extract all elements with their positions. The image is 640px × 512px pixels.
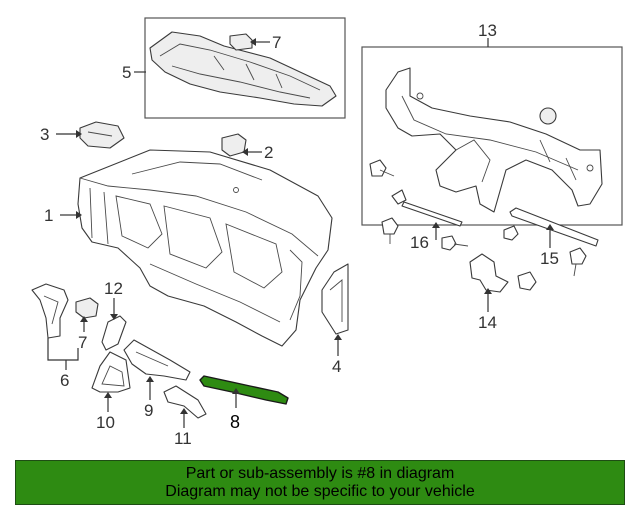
callout-7-left: 7 xyxy=(78,333,87,352)
part-5-duct[interactable] xyxy=(149,31,337,107)
part-8-shape xyxy=(199,375,289,405)
callout-13: 13 xyxy=(478,21,497,40)
callout-10: 10 xyxy=(96,413,115,432)
part-13-frame[interactable] xyxy=(385,67,603,213)
part-15-rod[interactable] xyxy=(509,207,599,247)
arrowhead-2 xyxy=(242,148,248,156)
arrowhead-8 xyxy=(232,388,240,394)
part-6-bracket[interactable] xyxy=(31,283,69,339)
callout-16: 16 xyxy=(410,233,429,252)
part-9-bar[interactable] xyxy=(123,339,191,381)
part-7-clip-top[interactable] xyxy=(229,33,253,51)
arrowhead-7-top xyxy=(250,38,256,46)
arrowhead-9 xyxy=(146,376,154,382)
callout-5: 5 xyxy=(122,63,131,82)
leader-6 xyxy=(47,338,79,370)
bolt-mid[interactable] xyxy=(503,225,519,241)
part-12-trim[interactable] xyxy=(101,315,127,351)
arrowhead-10 xyxy=(104,392,112,398)
bolt-left-1[interactable] xyxy=(381,217,399,244)
arrowhead-4 xyxy=(334,334,342,340)
callout-6: 6 xyxy=(60,371,69,390)
info-banner: Part or sub-assembly is #8 in diagram Di… xyxy=(15,460,625,505)
arrowhead-14 xyxy=(484,288,492,294)
part-1-dashboard[interactable] xyxy=(77,149,333,347)
assembly-box-13 xyxy=(361,46,623,226)
arrowhead-11 xyxy=(180,408,188,414)
arrowhead-7-left xyxy=(80,316,88,322)
part-14-bracket[interactable] xyxy=(469,253,509,293)
arrowhead-3 xyxy=(76,130,82,138)
callout-8: 8 xyxy=(230,412,240,432)
callout-15: 15 xyxy=(540,249,559,268)
assembly-box-5 xyxy=(144,17,346,119)
callout-14: 14 xyxy=(478,313,497,332)
arrowhead-15 xyxy=(546,224,554,230)
bolt-right[interactable] xyxy=(569,247,587,277)
arrowhead-12 xyxy=(110,314,118,320)
bolt-upper-left[interactable] xyxy=(369,159,395,177)
part-10-vent[interactable] xyxy=(91,351,131,393)
callout-1: 1 xyxy=(44,206,53,225)
callout-4: 4 xyxy=(332,357,341,376)
banner-line-1: Part or sub-assembly is #8 in diagram xyxy=(185,464,455,482)
callout-12: 12 xyxy=(104,279,123,298)
part-7-clip-left[interactable] xyxy=(75,297,99,319)
banner-line-2: Diagram may not be specific to your vehi… xyxy=(165,482,475,500)
part-4-side-panel[interactable] xyxy=(321,263,349,335)
bolt-left-2[interactable] xyxy=(441,235,469,251)
callout-7-top: 7 xyxy=(272,33,281,52)
callout-9: 9 xyxy=(144,401,153,420)
part-16-rod[interactable] xyxy=(391,189,463,227)
part-2-clip[interactable] xyxy=(221,133,247,157)
part-8-highlighted[interactable] xyxy=(199,375,289,405)
part-11-trim[interactable] xyxy=(163,385,207,419)
bolt-lower-right[interactable] xyxy=(517,271,537,291)
arrowhead-1 xyxy=(76,211,82,219)
callout-2: 2 xyxy=(264,143,273,162)
callout-11: 11 xyxy=(174,429,192,448)
arrowhead-16 xyxy=(432,222,440,228)
callout-3: 3 xyxy=(40,125,49,144)
part-3-pad[interactable] xyxy=(79,121,125,149)
